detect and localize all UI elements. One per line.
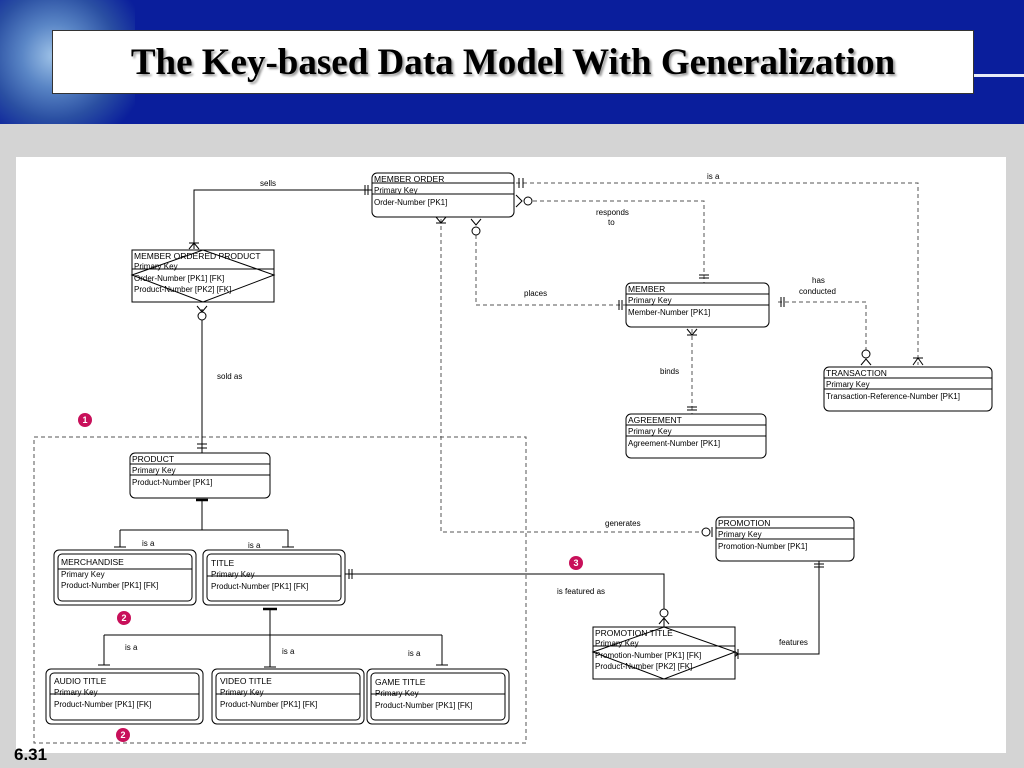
- entity-name: MEMBER ORDER: [374, 174, 444, 184]
- marker-2-merchandise: 2: [117, 611, 131, 625]
- title-box: The Key-based Data Model With Generaliza…: [52, 30, 974, 94]
- svg-text:Primary Key: Primary Key: [132, 466, 176, 475]
- svg-text:Promotion-Number [PK1] [FK]: Promotion-Number [PK1] [FK]: [595, 651, 701, 660]
- entity-promotion: PROMOTION Primary Key Promotion-Number […: [715, 516, 855, 562]
- is-a-merchandise-label: is a: [142, 539, 155, 548]
- sells-label: sells: [260, 179, 276, 188]
- binds-label: binds: [660, 367, 679, 376]
- svg-text:2: 2: [121, 613, 126, 623]
- features-label: features: [779, 638, 808, 647]
- is-a-video-label: is a: [282, 647, 295, 656]
- slide-header: The Key-based Data Model With Generaliza…: [0, 0, 1024, 124]
- svg-text:MEMBER ORDERED PRODUCT: MEMBER ORDERED PRODUCT: [134, 251, 261, 261]
- svg-text:Order-Number [PK1]: Order-Number [PK1]: [374, 198, 447, 207]
- svg-text:Primary Key: Primary Key: [134, 262, 178, 271]
- entity-promotion-title: PROMOTION TITLE Primary Key Promotion-Nu…: [591, 626, 737, 680]
- marker-1: 1: [78, 413, 92, 427]
- svg-text:AUDIO TITLE: AUDIO TITLE: [54, 676, 107, 686]
- features-line: [732, 561, 820, 655]
- svg-text:VIDEO TITLE: VIDEO TITLE: [220, 676, 272, 686]
- svg-text:Promotion-Number [PK1]: Promotion-Number [PK1]: [718, 542, 807, 551]
- places-line: [475, 235, 626, 306]
- svg-text:GAME TITLE: GAME TITLE: [375, 677, 426, 687]
- svg-text:Product-Number [PK2] [FK]: Product-Number [PK2] [FK]: [134, 285, 231, 294]
- svg-text:Primary Key: Primary Key: [375, 689, 419, 698]
- is-a-audio-label: is a: [125, 643, 138, 652]
- entity-member: MEMBER Primary Key Member-Number [PK1]: [625, 282, 770, 328]
- entity-agreement: AGREEMENT Primary Key Agreement-Number […: [625, 413, 767, 459]
- svg-text:Primary Key: Primary Key: [220, 688, 264, 697]
- svg-text:Primary Key: Primary Key: [826, 380, 870, 389]
- svg-text:Product-Number [PK1] [FK]: Product-Number [PK1] [FK]: [211, 582, 308, 591]
- entity-audio-title: AUDIO TITLE Primary Key Product-Number […: [45, 668, 204, 725]
- svg-text:Primary Key: Primary Key: [61, 570, 105, 579]
- is-a-transaction-line: [516, 182, 919, 365]
- conducted-label: conducted: [799, 287, 836, 296]
- svg-text:PROMOTION: PROMOTION: [718, 518, 770, 528]
- is-a-transaction-label: is a: [707, 172, 720, 181]
- generalization-boundary: [33, 436, 527, 744]
- marker-2-audio: 2: [116, 728, 130, 742]
- diagram-panel: .box { fill:#fff; stroke:#000; stroke-wi…: [16, 157, 1006, 753]
- entity-title: TITLE Primary Key Product-Number [PK1] […: [202, 549, 346, 606]
- entity-video-title: VIDEO TITLE Primary Key Product-Number […: [211, 668, 365, 725]
- svg-text:PRODUCT: PRODUCT: [132, 454, 174, 464]
- svg-text:Primary Key: Primary Key: [718, 530, 762, 539]
- svg-text:Product-Number [PK1] [FK]: Product-Number [PK1] [FK]: [375, 701, 472, 710]
- svg-text:Product-Number [PK1] [FK]: Product-Number [PK1] [FK]: [54, 700, 151, 709]
- svg-text:Member-Number [PK1]: Member-Number [PK1]: [628, 308, 710, 317]
- svg-text:MEMBER: MEMBER: [628, 284, 665, 294]
- svg-text:TITLE: TITLE: [211, 558, 234, 568]
- entity-product: PRODUCT Primary Key Product-Number [PK1]: [129, 452, 271, 499]
- svg-text:TRANSACTION: TRANSACTION: [826, 368, 887, 378]
- responds-label: responds: [596, 208, 629, 217]
- sells-line: [193, 189, 372, 249]
- entity-transaction: TRANSACTION Primary Key Transaction-Refe…: [823, 366, 993, 412]
- to-label: to: [608, 218, 615, 227]
- svg-text:Product-Number [PK1] [FK]: Product-Number [PK1] [FK]: [220, 700, 317, 709]
- is-a-game-label: is a: [408, 649, 421, 658]
- svg-text:Product-Number [PK2] [FK]: Product-Number [PK2] [FK]: [595, 662, 692, 671]
- places-label: places: [524, 289, 547, 298]
- is-featured-as-line: [344, 573, 665, 627]
- svg-text:Primary Key: Primary Key: [374, 186, 418, 195]
- svg-text:3: 3: [573, 558, 578, 568]
- svg-text:1: 1: [82, 415, 87, 425]
- svg-text:Primary Key: Primary Key: [54, 688, 98, 697]
- svg-text:Order-Number [PK1] [FK]: Order-Number [PK1] [FK]: [134, 274, 224, 283]
- svg-text:Transaction-Reference-Number: Transaction-Reference-Number [PK1]: [826, 392, 960, 401]
- entity-game-title: GAME TITLE Primary Key Product-Number [P…: [366, 668, 510, 725]
- er-diagram: .box { fill:#fff; stroke:#000; stroke-wi…: [33, 172, 993, 744]
- svg-text:Primary Key: Primary Key: [628, 427, 672, 436]
- entity-member-ordered-product: MEMBER ORDERED PRODUCT Primary Key Order…: [130, 249, 276, 303]
- svg-text:Agreement-Number [PK1]: Agreement-Number [PK1]: [628, 439, 720, 448]
- svg-text:PROMOTION TITLE: PROMOTION TITLE: [595, 628, 673, 638]
- generates-label: generates: [605, 519, 641, 528]
- responds-to-line: [526, 200, 705, 283]
- svg-text:Primary Key: Primary Key: [211, 570, 255, 579]
- svg-text:Primary Key: Primary Key: [595, 639, 639, 648]
- marker-3: 3: [569, 556, 583, 570]
- has-conducted-line: [778, 301, 867, 350]
- is-a-title-label: is a: [248, 541, 261, 550]
- has-label: has: [812, 276, 825, 285]
- entity-merchandise: MERCHANDISE Primary Key Product-Number […: [53, 549, 197, 606]
- svg-text:Product-Number [PK1]: Product-Number [PK1]: [132, 478, 212, 487]
- entity-member-order: MEMBER ORDER Primary Key Order-Number [P…: [371, 172, 515, 218]
- svg-text:2: 2: [120, 730, 125, 740]
- slide-title: The Key-based Data Model With Generaliza…: [130, 41, 896, 83]
- svg-text:AGREEMENT: AGREEMENT: [628, 415, 682, 425]
- is-featured-as-label: is featured as: [557, 587, 605, 596]
- svg-text:Primary Key: Primary Key: [628, 296, 672, 305]
- svg-text:MERCHANDISE: MERCHANDISE: [61, 557, 124, 567]
- svg-text:Product-Number [PK1] [FK]: Product-Number [PK1] [FK]: [61, 581, 158, 590]
- sold-as-label: sold as: [217, 372, 242, 381]
- header-rule: [972, 74, 1024, 77]
- slide-number: 6.31: [14, 745, 48, 764]
